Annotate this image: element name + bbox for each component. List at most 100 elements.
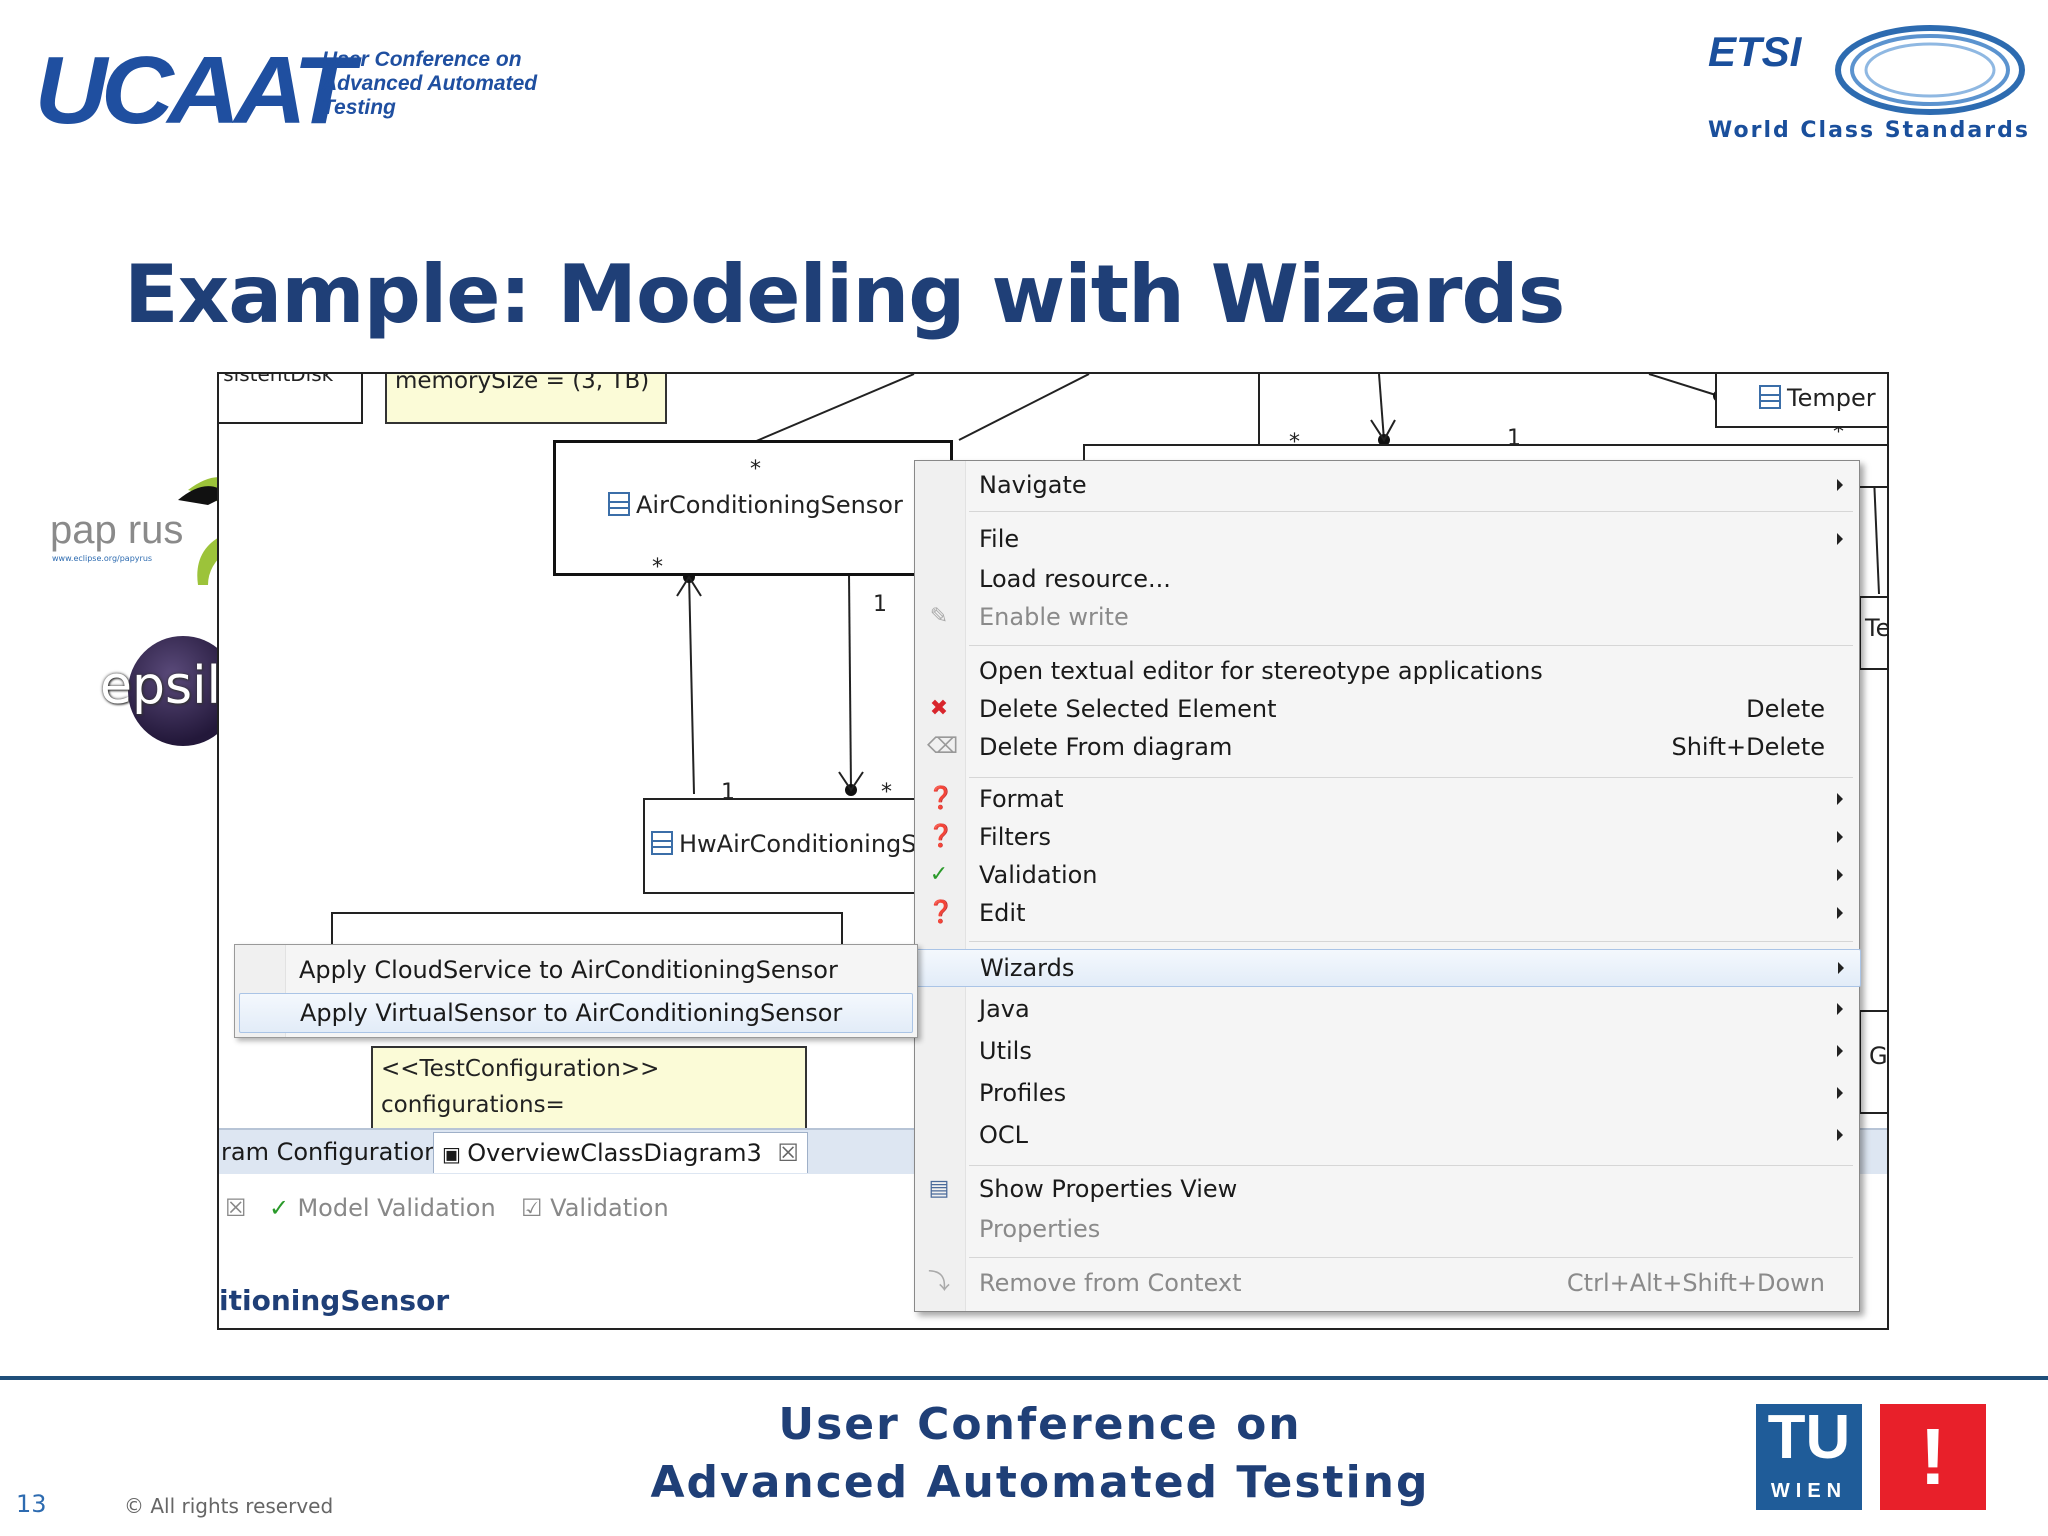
menu-item-wizards[interactable]: Wizards — [915, 949, 1861, 987]
menu-item-label: OCL — [979, 1121, 1029, 1149]
multiplicity-label: * — [652, 555, 663, 580]
menu-separator — [969, 645, 1853, 646]
red-x-icon: ✖ — [929, 696, 949, 721]
menu-item-java[interactable]: Java — [915, 991, 1859, 1027]
tu-wien-logo: TU WIEN — [1756, 1403, 1862, 1510]
uml-class-partial-g[interactable]: G — [1859, 1010, 1888, 1114]
submenu-arrow-icon — [1837, 479, 1843, 491]
menu-item-utils[interactable]: Utils — [915, 1033, 1859, 1069]
papyrus-icon: ❓ — [927, 786, 955, 811]
view-label: Model Validation — [297, 1194, 496, 1222]
menu-icon-gutter — [915, 461, 966, 1311]
papyrus-icon: ❓ — [927, 900, 955, 925]
menu-item-filters[interactable]: ❓ Filters — [915, 819, 1859, 855]
menu-item-show-properties-view[interactable]: ▤ Show Properties View — [915, 1171, 1859, 1207]
test-configuration-note[interactable]: <<TestConfiguration>> configurations= — [371, 1046, 807, 1134]
menu-item-shortcut: Delete — [1746, 695, 1825, 723]
menu-item-label: Filters — [979, 823, 1051, 851]
papyrus-url: www.eclipse.org/papyrus — [52, 554, 153, 563]
tab-overview-class-diagram[interactable]: ▣ OverviewClassDiagram3 ☒ — [433, 1132, 808, 1173]
menu-separator — [969, 1257, 1853, 1258]
eraser-icon: ⌫ — [927, 734, 959, 759]
menu-item-format[interactable]: ❓ Format — [915, 781, 1859, 817]
menu-separator — [969, 777, 1853, 778]
view-validation[interactable]: ☑ Validation — [521, 1194, 669, 1222]
uml-class-partial-te[interactable]: Te — [1859, 596, 1887, 670]
menu-item-edit[interactable]: ❓Edit — [915, 895, 1859, 931]
multiplicity-label: * — [881, 780, 892, 805]
submenu-arrow-icon — [1837, 869, 1843, 881]
class-name-label: HwAirConditioningS — [651, 830, 917, 858]
class-icon — [651, 831, 673, 855]
class-name-label: rsistentDisk — [217, 372, 334, 386]
menu-item-file[interactable]: File — [915, 521, 1859, 557]
footer-conference-name: User Conference on Advanced Automated Te… — [600, 1396, 1480, 1512]
submenu-item-apply-virtualsensor[interactable]: Apply VirtualSensor to AirConditioningSe… — [239, 993, 913, 1033]
submenu-arrow-icon — [1837, 1087, 1843, 1099]
uml-class-persistent-disk[interactable]: rsistentDisk — [217, 372, 363, 424]
menu-item-label: Validation — [979, 861, 1098, 889]
multiplicity-label: * — [1289, 430, 1300, 455]
menu-item-label: Show Properties View — [979, 1175, 1238, 1203]
ucaat-logo-subtitle: User Conference on Advanced Automated Te… — [322, 48, 582, 120]
submenu-arrow-icon — [1838, 962, 1844, 974]
remove-context-icon: ⤵ — [927, 1270, 950, 1295]
menu-separator — [969, 1165, 1853, 1166]
submenu-arrow-icon — [1837, 533, 1843, 545]
menu-item-shortcut: Shift+Delete — [1671, 733, 1825, 761]
menu-item-label: File — [979, 525, 1020, 553]
menu-item-label: Properties — [979, 1215, 1101, 1243]
papyrus-icon: ❓ — [927, 824, 955, 849]
wizards-submenu: Apply CloudService to AirConditioningSen… — [234, 944, 918, 1038]
menu-item-label: Open textual editor for stereotype appli… — [979, 657, 1543, 685]
memory-note[interactable]: memorySize = (3, TB) — [385, 374, 667, 424]
tu-logo-subtext: WIEN — [1770, 1480, 1848, 1502]
arrowhead — [838, 771, 864, 792]
class-name-text: G — [1869, 1042, 1888, 1070]
context-menu: Navigate File Load resource... ✎ Enable w… — [914, 460, 1861, 1312]
menu-item-label: Profiles — [979, 1079, 1067, 1107]
submenu-arrow-icon — [1837, 1003, 1843, 1015]
checkmark-icon: ✓ — [269, 1194, 298, 1222]
submenu-item-label: Apply CloudService to AirConditioningSen… — [299, 956, 838, 984]
close-view-icon[interactable]: ☒ — [225, 1194, 247, 1222]
menu-item-ocl[interactable]: OCL — [915, 1117, 1859, 1153]
menu-item-open-textual-editor[interactable]: Open textual editor for stereotype appli… — [915, 653, 1859, 689]
menu-item-properties[interactable]: Properties — [915, 1211, 1859, 1247]
properties-element-title: itioningSensor — [219, 1284, 450, 1317]
menu-item-label: Format — [979, 785, 1064, 813]
submenu-arrow-icon — [1837, 1129, 1843, 1141]
menu-item-validation[interactable]: ✓Validation — [915, 857, 1859, 893]
uml-class-temperature[interactable]: Temper — [1715, 374, 1887, 428]
menu-item-profiles[interactable]: Profiles — [915, 1075, 1859, 1111]
close-tab-icon[interactable]: ☒ — [777, 1139, 799, 1167]
papyrus-logo-text: pap rus — [50, 508, 184, 552]
etsi-logo-text: ETSI — [1708, 28, 1802, 75]
uml-class-air-conditioning-sensor[interactable]: * AirConditioningSensor * — [553, 440, 953, 580]
tab-ram-configuration[interactable]: ram Configuration — [221, 1138, 440, 1166]
note-body-text: configurations= — [381, 1092, 565, 1118]
ucaat-sub-line1: User Conference on — [322, 48, 522, 71]
note-stereotype-text: <<TestConfiguration>> — [381, 1056, 660, 1082]
pencil-icon: ✎ — [929, 604, 949, 629]
menu-item-label: Java — [979, 995, 1030, 1023]
tab-label: OverviewClassDiagram3 — [467, 1139, 762, 1167]
menu-item-label: Remove from Context — [979, 1269, 1242, 1297]
checkbox-icon: ☑ — [521, 1194, 551, 1222]
menu-item-label: Enable write — [979, 603, 1129, 631]
view-model-validation[interactable]: ✓ Model Validation — [269, 1194, 496, 1222]
menu-item-navigate[interactable]: Navigate — [915, 467, 1859, 503]
etsi-logo: ETSI World Class Standards — [1700, 20, 2030, 150]
diagram-connectors — [676, 374, 1880, 796]
submenu-item-apply-cloudservice[interactable]: Apply CloudService to AirConditioningSen… — [239, 951, 911, 989]
properties-icon: ▤ — [928, 1176, 950, 1201]
menu-item-enable-write[interactable]: ✎ Enable write — [915, 599, 1859, 635]
menu-item-label: Navigate — [979, 471, 1087, 499]
ucaat-logo-text: UCAAT — [34, 37, 355, 144]
menu-item-load-resource[interactable]: Load resource... — [915, 561, 1859, 597]
multiplicity-label: 1 — [873, 592, 887, 617]
submenu-arrow-icon — [1837, 831, 1843, 843]
